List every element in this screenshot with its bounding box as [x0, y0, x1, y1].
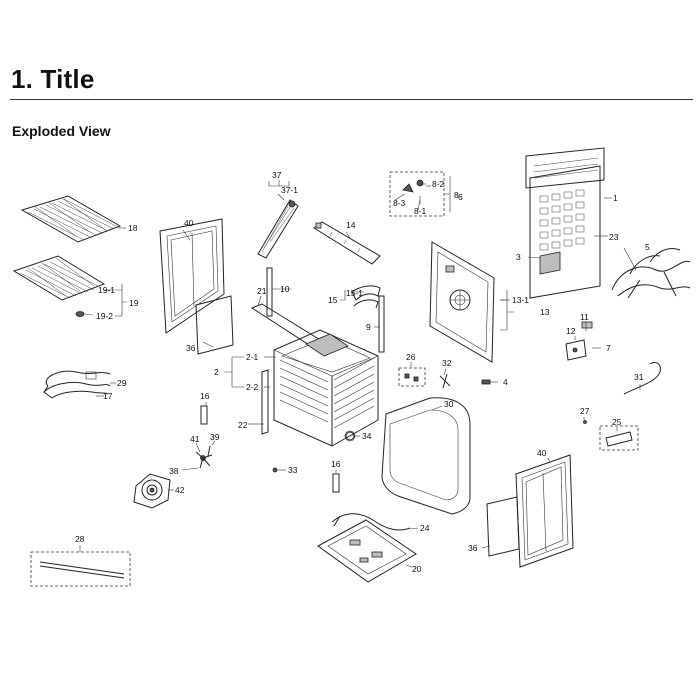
callout-8-1: 8-1 [414, 206, 427, 216]
fan-blade-41 [195, 451, 213, 469]
callout-2-1: 2-1 [246, 352, 259, 362]
callout-4: 4 [503, 377, 508, 387]
callout-32: 32 [442, 358, 452, 368]
callout-13: 13 [540, 307, 550, 317]
broil-element [43, 370, 111, 399]
callout-37: 37 [272, 170, 282, 180]
callout-38: 38 [169, 466, 179, 476]
callout-8-3: 8-3 [393, 198, 406, 208]
vertical-strip-10 [266, 267, 273, 317]
callout-3: 3 [516, 252, 521, 262]
callout-26: 26 [406, 352, 416, 362]
callout-36-left: 36 [186, 343, 196, 353]
callout-8: 8 [454, 190, 459, 200]
callout-39: 39 [210, 432, 220, 442]
part-4 [481, 379, 491, 385]
callout-22: 22 [238, 420, 248, 430]
callout-33: 33 [288, 465, 298, 475]
back-panel [429, 241, 495, 363]
part-28 [30, 551, 131, 587]
title-divider [10, 99, 693, 100]
control-panel-rear [525, 147, 605, 299]
oven-door-right [515, 454, 574, 568]
part-16-upper [200, 405, 208, 425]
part-12 [565, 339, 587, 361]
leader-lines [79, 176, 641, 568]
callout-2: 2 [214, 367, 219, 377]
callout-2-2: 2-2 [246, 382, 259, 392]
callout-25: 25 [612, 417, 622, 427]
callout-36-right: 36 [468, 543, 478, 553]
oven-rack-lower [12, 255, 106, 301]
callout-19: 19 [129, 298, 139, 308]
bottom-plate [317, 519, 417, 583]
callout-7: 7 [606, 343, 611, 353]
callout-16-lower: 16 [331, 459, 341, 469]
callout-40-right: 40 [537, 448, 547, 458]
bake-element-24 [331, 513, 411, 531]
callout-21: 21 [257, 286, 267, 296]
callout-19-1: 19-1 [98, 285, 115, 295]
page-title: 1. Title [11, 64, 95, 94]
part-27 [583, 420, 587, 424]
callout-29: 29 [117, 378, 127, 388]
callout-37-1: 37-1 [281, 185, 298, 195]
callout-5: 5 [645, 242, 650, 252]
callout-14: 14 [346, 220, 356, 230]
callout-27: 27 [580, 406, 590, 416]
callout-9: 9 [366, 322, 371, 332]
callout-6: 6 [458, 192, 463, 202]
callout-41: 41 [190, 434, 200, 444]
part-25 [599, 425, 639, 451]
vertical-strip-9 [378, 295, 385, 353]
callout-1: 1 [613, 193, 618, 203]
callout-23: 23 [609, 232, 619, 242]
callout-labels: 1 23 3 5 6 8 8-2 8-3 8-1 37 37-1 14 18 4… [75, 170, 650, 574]
callout-8-2: 8-2 [432, 179, 445, 189]
callout-13-1: 13-1 [512, 295, 529, 305]
callout-15: 15 [328, 295, 338, 305]
oven-door-left [159, 218, 225, 334]
callout-16-upper: 16 [200, 391, 210, 401]
oven-rack-upper [20, 195, 122, 243]
fan-motor-42 [133, 473, 171, 509]
top-bracket [257, 199, 299, 259]
top-rail-part [313, 221, 381, 265]
part-16-lower [332, 473, 340, 493]
callout-19-2: 19-2 [96, 311, 113, 321]
callout-11: 11 [580, 312, 589, 322]
section-subtitle: Exploded View [12, 123, 111, 139]
callout-42: 42 [175, 485, 185, 495]
rack-slide-part [75, 311, 94, 317]
callout-20: 20 [412, 564, 422, 574]
oven-cavity [261, 329, 379, 447]
part-39 [207, 445, 211, 457]
callout-28: 28 [75, 534, 85, 544]
callout-18: 18 [128, 223, 138, 233]
callout-31: 31 [634, 372, 644, 382]
part-11 [581, 321, 593, 329]
part-33 [272, 467, 278, 473]
part-26 [398, 367, 426, 387]
callout-12: 12 [566, 326, 576, 336]
curved-bracket-15 [351, 285, 381, 309]
wire-harness [611, 248, 691, 299]
part-32 [439, 373, 451, 389]
door-glass-panel-right [486, 496, 520, 557]
callout-24: 24 [420, 523, 430, 533]
callout-17: 17 [103, 391, 113, 401]
callout-15-1: 15-1 [346, 288, 363, 298]
callout-10: 10 [280, 284, 290, 294]
outer-shell [381, 397, 471, 515]
callout-34: 34 [362, 431, 372, 441]
callout-40-left: 40 [184, 218, 194, 228]
door-glass-panel-left [195, 295, 234, 355]
wire-31 [623, 361, 661, 395]
callout-30: 30 [444, 399, 454, 409]
